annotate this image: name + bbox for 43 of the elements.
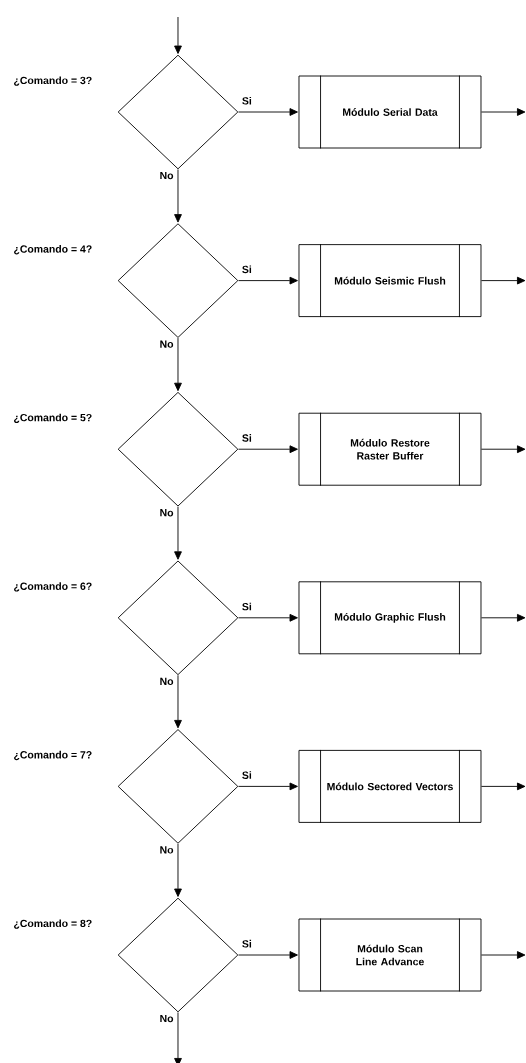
arrow xyxy=(481,445,526,454)
question-label: ¿Comando = 3? xyxy=(14,76,92,86)
edge-label: No xyxy=(158,676,175,686)
question-label: ¿Comando = 4? xyxy=(14,245,92,255)
arrow xyxy=(238,445,298,454)
edge-label: Si xyxy=(240,433,253,443)
question-label: ¿Comando = 5? xyxy=(14,413,92,423)
arrow xyxy=(238,108,298,116)
arrow xyxy=(238,782,298,791)
edge-label: No xyxy=(158,339,175,349)
edge-label: No xyxy=(158,508,175,518)
question-label: ¿Comando = 6? xyxy=(14,582,92,592)
process-box: Módulo Serial Data xyxy=(298,75,482,149)
arrow xyxy=(174,843,182,897)
process-box: Módulo Restore Raster Buffer xyxy=(298,412,482,487)
arrow xyxy=(174,16,182,54)
arrow xyxy=(481,108,526,116)
edge-label: No xyxy=(158,1013,175,1024)
arrow xyxy=(481,276,526,285)
edge-label: No xyxy=(158,170,175,181)
arrow xyxy=(174,674,182,729)
edge-label: No xyxy=(158,845,175,855)
edge-label: Si xyxy=(240,938,253,949)
question-label: ¿Comando = 8? xyxy=(14,919,92,929)
arrow xyxy=(238,951,298,959)
arrow xyxy=(174,506,182,560)
arrow xyxy=(481,782,526,791)
arrow xyxy=(481,951,526,959)
edge-label: Si xyxy=(240,95,253,106)
arrow xyxy=(481,613,526,622)
arrow xyxy=(174,169,182,223)
question-label: ¿Comando = 7? xyxy=(14,750,92,761)
edge-label: Si xyxy=(240,601,253,612)
process-box: Módulo Sectored Vectors xyxy=(298,749,482,824)
process-box: Módulo Seismic Flush xyxy=(298,243,482,318)
edge-label: Si xyxy=(240,770,253,780)
arrow xyxy=(174,337,182,392)
process-box: Módulo Graphic Flush xyxy=(298,580,482,655)
edge-label: Si xyxy=(240,264,253,275)
arrow xyxy=(238,276,298,285)
arrow xyxy=(238,613,298,622)
process-box: Módulo Scan Line Advance xyxy=(298,918,482,992)
arrow xyxy=(174,1012,182,1063)
